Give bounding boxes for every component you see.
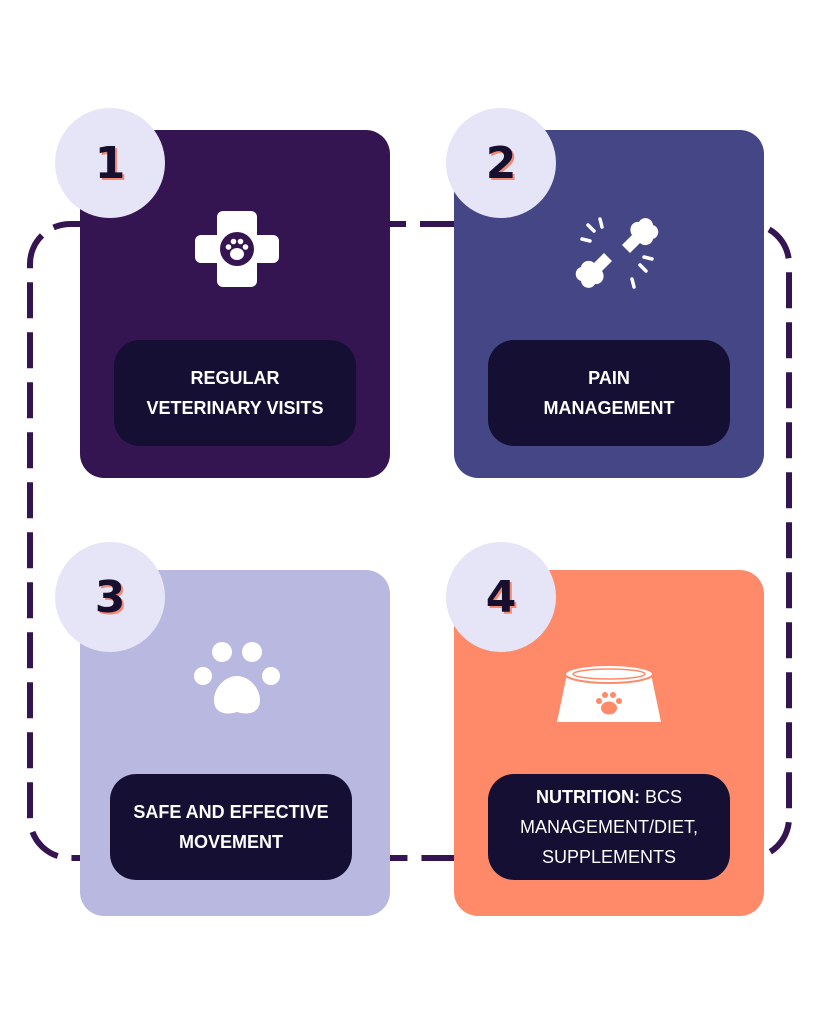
step-1-label-line-1: REGULAR <box>190 368 280 388</box>
step-4-label-bold: NUTRITION: <box>535 787 640 807</box>
pet-food-bowl-icon <box>557 664 661 722</box>
step-3-label-line-2: MOVEMENT <box>178 832 283 852</box>
step-2-number: 2 <box>446 108 556 218</box>
step-2-label-line-2: MANAGEMENT <box>543 398 675 418</box>
broken-bone-pain-icon <box>575 217 659 289</box>
step-3-label: SAFE AND EFFECTIVE MOVEMENT <box>110 774 352 880</box>
step-2-label-line-1: PAIN <box>588 368 630 388</box>
medical-cross-paw-icon <box>195 211 279 287</box>
paw-print-icon <box>194 642 280 714</box>
step-4-label-line-1-rest: BCS <box>644 787 682 807</box>
step-1-label-line-2: VETERINARY VISITS <box>146 398 324 418</box>
step-2-label: PAIN MANAGEMENT <box>488 340 730 446</box>
step-4-label-line-2: MANAGEMENT/DIET, <box>519 817 698 837</box>
step-4-label-line-3: SUPPLEMENTS <box>541 847 677 867</box>
step-4-label: NUTRITION: BCS MANAGEMENT/DIET, SUPPLEME… <box>488 774 730 880</box>
step-1-number: 1 <box>55 108 165 218</box>
step-4-number: 4 <box>446 542 556 652</box>
step-1-label: REGULAR VETERINARY VISITS <box>114 340 356 446</box>
step-3-label-line-1: SAFE AND EFFECTIVE <box>133 802 329 822</box>
step-3-number: 3 <box>55 542 165 652</box>
